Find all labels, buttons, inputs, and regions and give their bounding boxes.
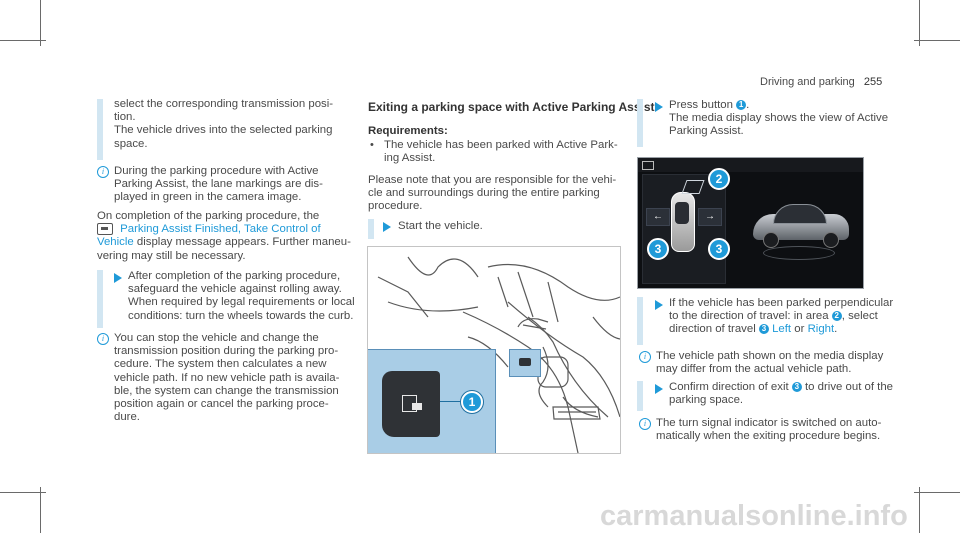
note-lane-markings: During the parking procedure with Active… <box>114 165 323 204</box>
crop-mark <box>0 492 46 493</box>
requirements-heading: Requirements: <box>368 125 448 137</box>
parking-button[interactable] <box>382 371 440 437</box>
continued-paragraph: select the corresponding transmission po… <box>114 98 334 150</box>
step-arrow-icon <box>114 273 122 283</box>
note-vehicle-path: The vehicle path shown on the media disp… <box>656 350 884 376</box>
crop-mark <box>914 492 960 493</box>
crop-mark <box>914 40 960 41</box>
left-option[interactable]: Left <box>772 323 792 336</box>
watermark: carmanualsonline.info <box>600 500 908 532</box>
media-display-figure: ← → 2 3 3 <box>637 157 864 289</box>
step-safeguard: After completion of the parking procedur… <box>128 270 355 322</box>
exit-left-arrow-icon[interactable]: ← <box>646 208 670 226</box>
section-title: Driving and parking <box>760 76 855 88</box>
display-message: Parking Assist Finished, Take Control of <box>120 223 321 236</box>
step-bar <box>97 270 103 328</box>
park-mode-icon <box>642 161 654 170</box>
console-button-highlight <box>509 349 541 377</box>
figure-callout-3-left: 3 <box>647 238 669 260</box>
figure-callout-1: 1 <box>461 391 483 413</box>
crop-mark <box>0 40 46 41</box>
section-heading: Exiting a parking space with Active Park… <box>368 100 655 114</box>
crop-mark <box>919 487 920 533</box>
step-bar <box>637 381 643 411</box>
requirement-item: The vehicle has been parked with Active … <box>384 139 618 165</box>
step-arrow-icon <box>655 300 663 310</box>
callout-line <box>440 401 462 402</box>
step-arrow-icon <box>655 384 663 394</box>
car-3d-view <box>743 188 855 260</box>
info-icon: i <box>97 166 109 178</box>
console-figure: 1 <box>367 246 621 454</box>
status-bar <box>638 158 863 172</box>
step-bar <box>368 219 374 239</box>
crop-mark <box>40 487 41 533</box>
callout-ref-3: 3 <box>791 381 802 392</box>
step-start: Start the vehicle. <box>398 220 483 232</box>
display-message-cont: Vehicle <box>97 236 134 249</box>
figure-callout-2: 2 <box>708 168 730 190</box>
step-select-direction: If the vehicle has been parked perpendic… <box>669 297 894 336</box>
note-stop-vehicle: You can stop the vehicle and change the … <box>114 332 340 424</box>
figure-callout-3-right: 3 <box>708 238 730 260</box>
page-header: Driving and parking 255 <box>760 76 882 89</box>
step-bar <box>97 99 103 160</box>
info-icon: i <box>639 351 651 363</box>
step-confirm-direction: Confirm direction of exit 3 to drive out… <box>669 381 894 407</box>
please-note: Please note that you are responsible for… <box>368 174 617 213</box>
callout-ref-1: 1 <box>736 99 747 110</box>
step-arrow-icon <box>655 102 663 112</box>
info-icon: i <box>97 333 109 345</box>
step-arrow-icon <box>383 222 391 232</box>
step-press-button: Press button 1. The media display shows … <box>669 99 889 138</box>
parking-assist-icon <box>97 223 113 236</box>
completion-paragraph: On completion of the parking procedure, … <box>97 210 351 262</box>
step-bar <box>637 297 643 345</box>
note-turn-signal: The turn signal indicator is switched on… <box>656 417 882 443</box>
right-option[interactable]: Right <box>807 323 835 336</box>
crop-mark <box>40 0 41 46</box>
callout-ref-2: 2 <box>831 311 842 322</box>
crop-mark <box>919 0 920 46</box>
page-number: 255 <box>863 76 883 88</box>
step-bar <box>637 99 643 147</box>
bullet: • <box>370 139 374 151</box>
exit-right-arrow-icon[interactable]: → <box>698 208 722 226</box>
info-icon: i <box>639 418 651 430</box>
callout-ref-3: 3 <box>758 324 769 335</box>
